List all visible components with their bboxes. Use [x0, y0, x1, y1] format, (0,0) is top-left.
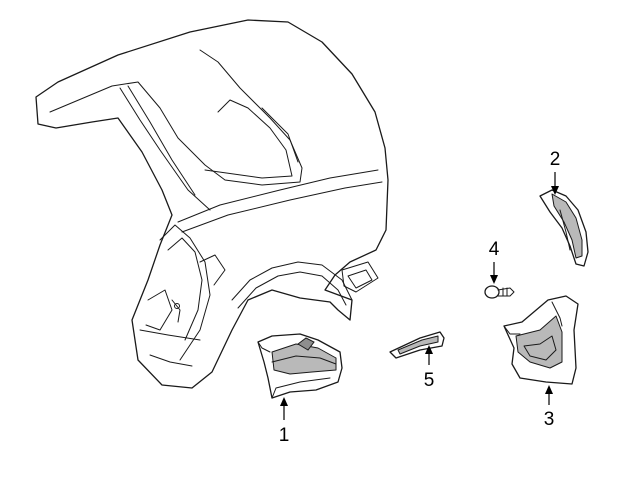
callout-4: 4 — [488, 239, 500, 260]
callout-1: 1 — [278, 425, 290, 446]
leader-3 — [545, 385, 553, 405]
callout-3: 3 — [543, 409, 555, 430]
retainer-clip — [484, 285, 515, 299]
front-splash-guard — [257, 333, 343, 399]
quarter-panel — [35, 19, 389, 389]
trim-strip — [389, 331, 445, 359]
callout-5: 5 — [423, 370, 435, 391]
leader-5 — [425, 345, 433, 365]
wheel-opening-molding — [539, 189, 589, 267]
leader-4 — [490, 262, 498, 284]
rear-splash-guard — [503, 295, 579, 385]
leader-1 — [280, 397, 288, 420]
leader-2 — [551, 172, 559, 195]
callout-2: 2 — [549, 149, 561, 170]
